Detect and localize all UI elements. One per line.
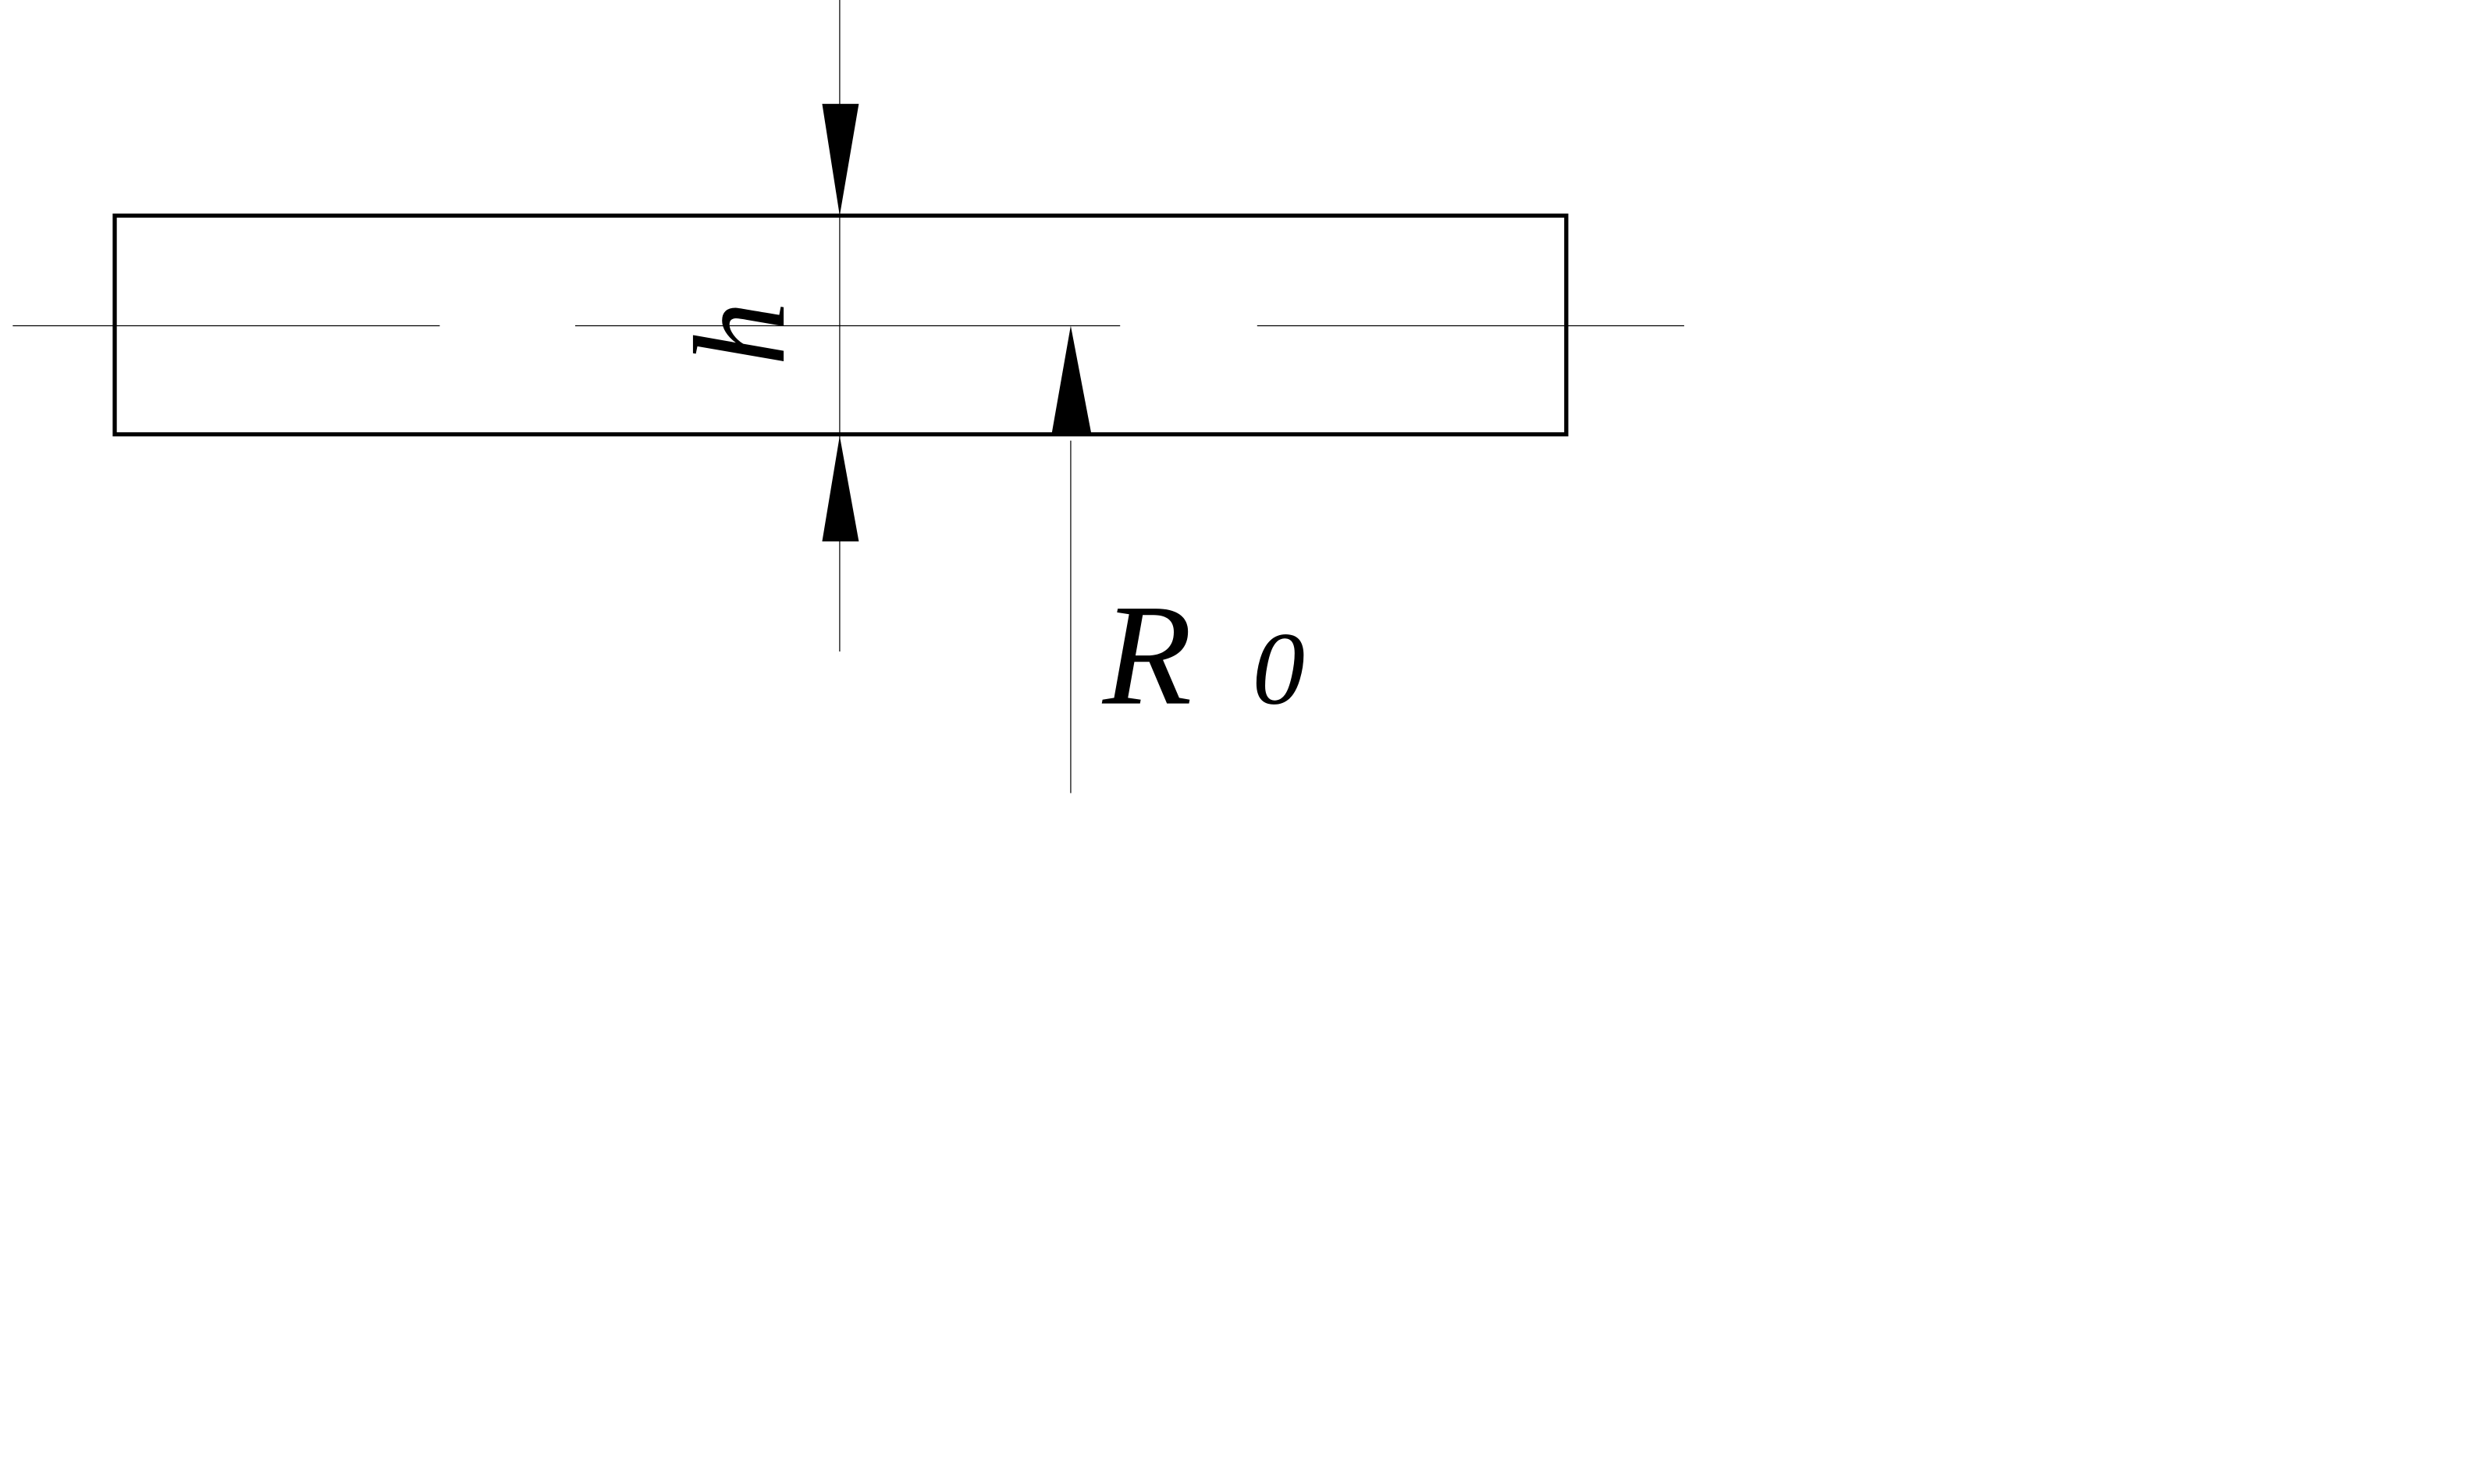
radius-label-sub: 0 [1253,611,1305,726]
cross-section-rectangle [112,213,1569,437]
thickness-label: h [667,301,812,366]
radius-label-main: R [1102,576,1193,736]
radius-label: R 0 [1102,576,1305,736]
radius-arrow [1051,325,1092,435]
thickness-arrow-bottom [822,435,859,541]
thickness-arrow-top [822,104,859,216]
